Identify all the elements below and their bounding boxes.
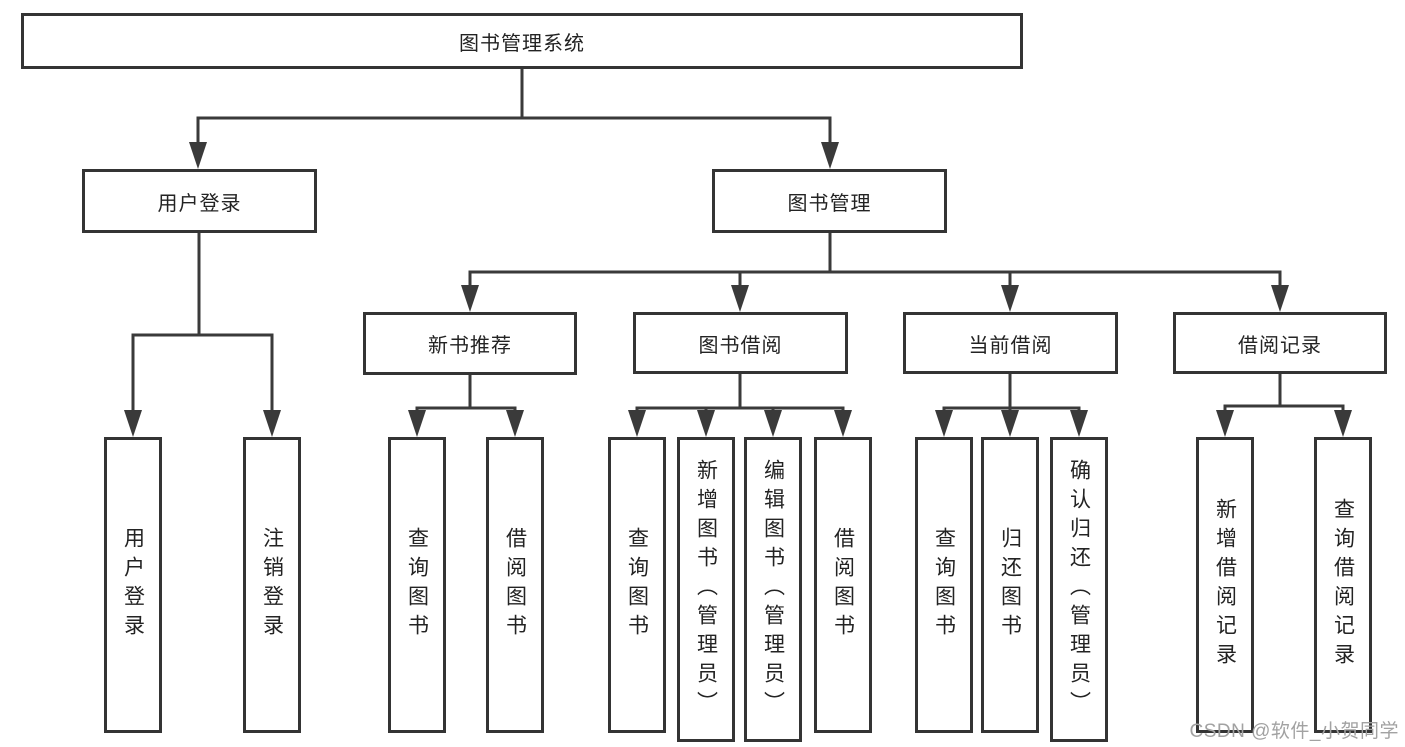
node-label: 图书借阅 xyxy=(698,334,783,357)
node-recommend-borrow-books: 借阅图书 xyxy=(486,437,544,733)
watermark: CSDN @软件_小贺同学 xyxy=(1189,721,1399,742)
node-label: 查询图书 xyxy=(932,527,956,643)
node-label: 查询图书 xyxy=(405,527,429,643)
node-borrowing-borrow-books: 借阅图书 xyxy=(814,437,872,733)
node-label: 新书推荐 xyxy=(428,335,512,357)
node-label: 归还图书 xyxy=(998,527,1022,643)
node-borrowing-query-books: 查询图书 xyxy=(608,437,666,733)
node-records-add-record: 新增借阅记录 xyxy=(1196,437,1254,733)
node-book-management: 图书管理 xyxy=(712,169,947,233)
node-new-book-recommend: 新书推荐 xyxy=(363,312,577,375)
node-user-login: 用户登录 xyxy=(104,437,162,733)
node-borrowing-add-books: 新增图书（管理员） xyxy=(677,437,735,742)
node-label: 图书管理系统 xyxy=(459,32,585,55)
node-label: 用户登录 xyxy=(157,192,242,215)
arrowhead-icon xyxy=(628,410,646,437)
node-label: 新增图书（管理员） xyxy=(694,459,718,720)
node-label: 用户登录 xyxy=(121,527,145,643)
node-user-login-module: 用户登录 xyxy=(82,169,317,233)
arrowhead-icon xyxy=(935,410,953,437)
node-borrow-records: 借阅记录 xyxy=(1173,312,1387,374)
arrowhead-icon xyxy=(1216,410,1234,437)
node-borrowing-edit-books: 编辑图书（管理员） xyxy=(744,437,802,742)
node-current-borrowing: 当前借阅 xyxy=(903,312,1118,374)
arrowhead-icon xyxy=(1070,410,1088,437)
arrowhead-icon xyxy=(697,410,715,437)
node-current-return-books: 归还图书 xyxy=(981,437,1039,733)
arrowhead-icon xyxy=(461,285,479,312)
arrowhead-icon xyxy=(1334,410,1352,437)
arrowhead-icon xyxy=(731,285,749,312)
arrowhead-icon xyxy=(124,410,142,437)
arrowhead-icon xyxy=(1001,285,1019,312)
arrowhead-icon xyxy=(821,142,839,169)
node-current-query-books: 查询图书 xyxy=(915,437,973,733)
node-label: 图书管理 xyxy=(787,192,872,215)
arrowhead-icon xyxy=(1271,285,1289,312)
node-label: 借阅图书 xyxy=(503,527,527,643)
node-label: 确认归还（管理员） xyxy=(1067,459,1091,720)
arrowhead-icon xyxy=(506,410,524,437)
arrowhead-icon xyxy=(834,410,852,437)
node-label: 新增借阅记录 xyxy=(1213,498,1237,672)
arrowhead-icon xyxy=(764,410,782,437)
node-label: 查询图书 xyxy=(625,527,649,643)
arrowhead-icon xyxy=(263,410,281,437)
node-book-borrowing: 图书借阅 xyxy=(633,312,848,374)
node-records-query-record: 查询借阅记录 xyxy=(1314,437,1372,733)
node-label: 注销登录 xyxy=(260,527,284,643)
arrowhead-icon xyxy=(1001,410,1019,437)
node-label: 查询借阅记录 xyxy=(1331,498,1355,672)
node-label: 当前借阅 xyxy=(968,334,1053,357)
node-label: 编辑图书（管理员） xyxy=(761,459,785,720)
node-label: 借阅记录 xyxy=(1238,334,1322,357)
arrowhead-icon xyxy=(189,142,207,169)
node-user-logout: 注销登录 xyxy=(243,437,301,733)
node-current-confirm-return: 确认归还（管理员） xyxy=(1050,437,1108,742)
node-library-system: 图书管理系统 xyxy=(21,13,1023,69)
node-recommend-query-books: 查询图书 xyxy=(388,437,446,733)
arrowhead-icon xyxy=(408,410,426,437)
node-label: 借阅图书 xyxy=(831,527,855,643)
